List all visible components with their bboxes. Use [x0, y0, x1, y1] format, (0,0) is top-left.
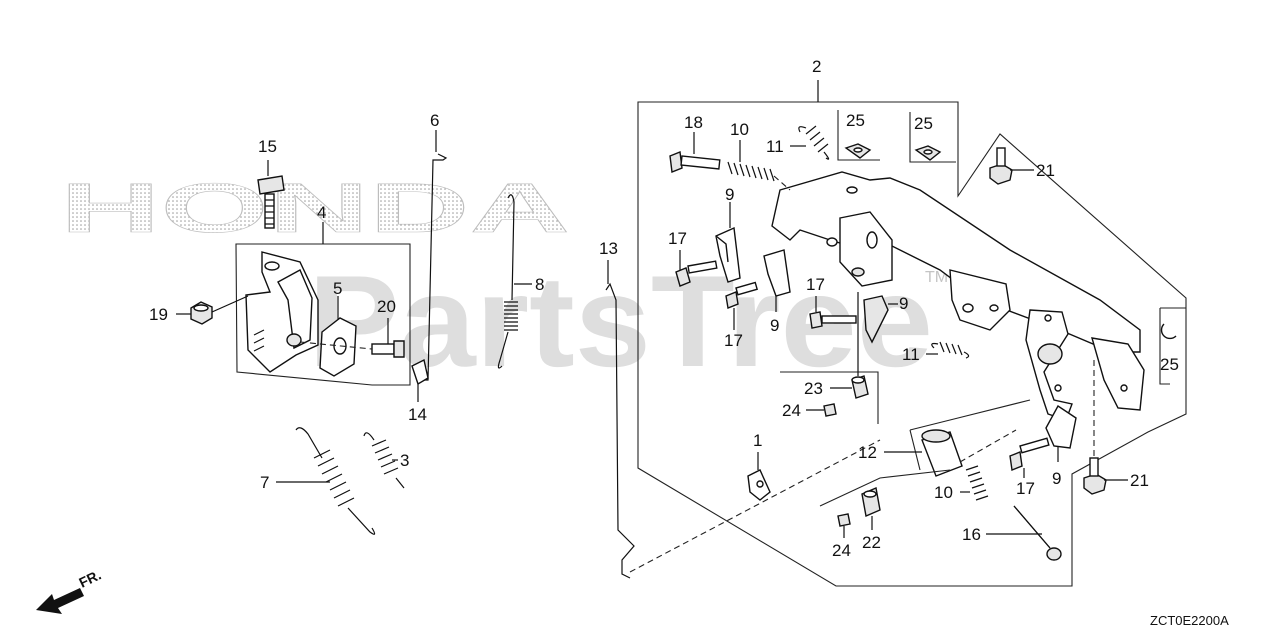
diagram-code: ZCT0E2200A [1150, 613, 1229, 628]
callout-9c: 9 [899, 294, 908, 313]
part-14-clip [411, 358, 429, 402]
callout-9b: 9 [770, 316, 779, 335]
part-7-spring [276, 427, 376, 535]
part-8-spring [497, 194, 532, 369]
brand-watermark: HONDA [60, 169, 570, 247]
callout-3: 3 [400, 451, 409, 470]
part-18-bolt [669, 132, 721, 173]
tm-watermark: TM [925, 269, 948, 286]
part-21-bolt-top [989, 147, 1034, 185]
callout-labels: 1 2 3 4 5 6 7 8 9 9 9 9 10 10 11 11 12 1… [149, 57, 1179, 560]
part-9-clip-b [763, 249, 791, 312]
callout-17b: 17 [724, 331, 743, 350]
main-frame [771, 171, 1145, 421]
callout-2: 2 [812, 57, 821, 76]
callout-25c: 25 [1160, 355, 1179, 374]
part-11-spring-top [790, 125, 830, 160]
part-17-bolt-b [725, 281, 759, 330]
callout-22: 22 [862, 533, 881, 552]
callout-9a: 9 [725, 185, 734, 204]
callout-10a: 10 [730, 120, 749, 139]
part-24-screw-a [806, 403, 837, 417]
callout-21b: 21 [1130, 471, 1149, 490]
part-25-washer-a [837, 110, 880, 161]
callout-1: 1 [753, 431, 762, 450]
part-13-rod [605, 260, 881, 579]
part-1-clip [747, 452, 771, 501]
part-25-washer-b [909, 112, 956, 163]
callout-25b: 25 [914, 114, 933, 133]
callout-19: 19 [149, 305, 168, 324]
assembly-2-outline [637, 80, 1187, 587]
callout-17a: 17 [668, 229, 687, 248]
assembly-4-box [235, 222, 411, 386]
part-19-nut [176, 295, 249, 325]
part-6-rod [420, 130, 448, 381]
callout-6: 6 [430, 111, 439, 130]
callout-7: 7 [260, 473, 269, 492]
part-10-spring-bottom [959, 429, 1017, 501]
callout-12: 12 [858, 443, 877, 462]
callout-16: 16 [962, 525, 981, 544]
callout-25a: 25 [846, 111, 865, 130]
part-12-sleeve [884, 399, 1031, 477]
callout-24b: 24 [832, 541, 851, 560]
callout-15: 15 [258, 137, 277, 156]
part-15-bolt [257, 160, 285, 229]
part-23-collar [780, 292, 879, 424]
callout-10b: 10 [934, 483, 953, 502]
callout-11b: 11 [902, 345, 920, 364]
callout-21a: 21 [1036, 161, 1055, 180]
part-24-screw-b [837, 513, 851, 538]
part-17-bolt-c [809, 296, 857, 329]
callout-24a: 24 [782, 401, 801, 420]
part-10-spring-top [727, 140, 791, 191]
front-direction-label: FR. [76, 566, 103, 590]
callout-5: 5 [333, 279, 342, 298]
callout-4: 4 [317, 203, 326, 222]
part-3-spring [363, 432, 405, 489]
part-9-clip-c [863, 295, 898, 344]
callout-8: 8 [535, 275, 544, 294]
part-9-clip-a [715, 202, 741, 283]
callout-9d: 9 [1052, 469, 1061, 488]
part-21-bolt-bottom [1083, 360, 1128, 495]
front-direction-arrow: FR. [36, 566, 104, 614]
part-17-bolt-d [1009, 437, 1050, 478]
part-20-bolt [299, 318, 405, 358]
callout-18: 18 [684, 113, 703, 132]
part-16-bolt [986, 505, 1062, 561]
callout-17d: 17 [1016, 479, 1035, 498]
part-11-spring-mid [926, 341, 970, 359]
callout-17c: 17 [806, 275, 825, 294]
part-9-clip-d [1045, 404, 1077, 462]
part-17-bolt-a [675, 250, 718, 287]
callout-23: 23 [804, 379, 823, 398]
callout-14: 14 [408, 405, 427, 424]
callout-11a: 11 [766, 137, 784, 156]
part-25-washer-c [1159, 307, 1186, 385]
callout-20: 20 [377, 297, 396, 316]
part-5-plate [319, 296, 357, 377]
callout-13: 13 [599, 239, 618, 258]
part-22-collar [819, 469, 951, 530]
